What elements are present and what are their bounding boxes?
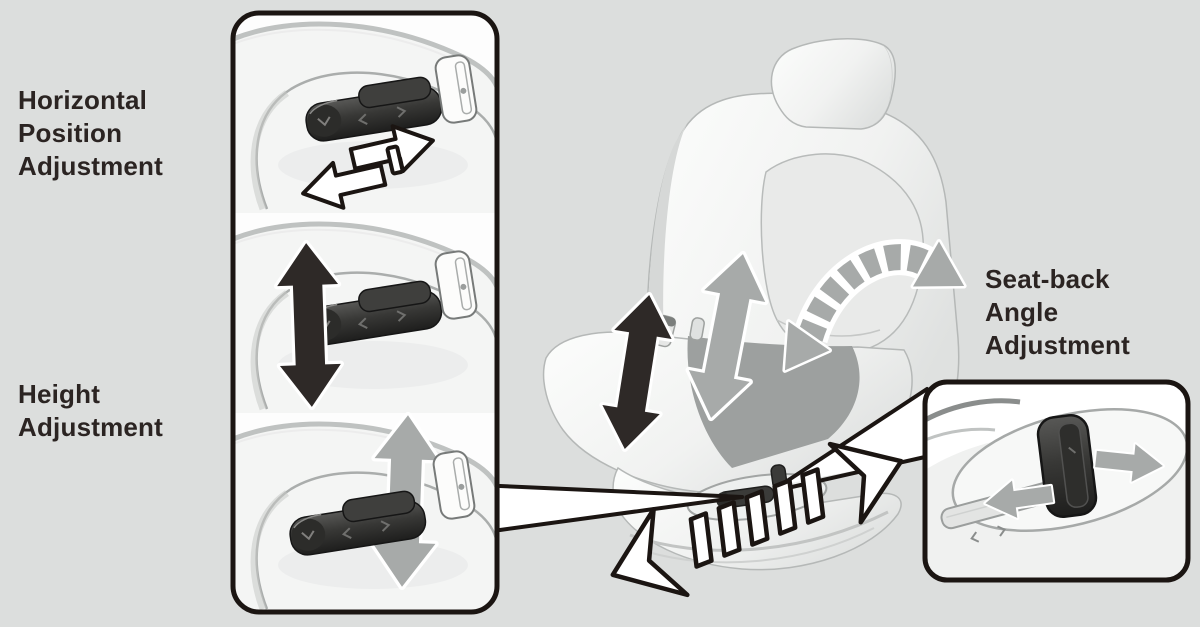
label-line: Horizontal: [18, 85, 148, 115]
left-callout: [498, 484, 744, 532]
panel-section-horizontal: [233, 13, 497, 218]
label-line: Adjustment: [985, 330, 1130, 360]
label-line: Height: [18, 379, 101, 409]
panel-seatback-border: [922, 379, 1191, 583]
label-line: Adjustment: [18, 412, 163, 442]
panel-section-front-height: [233, 213, 497, 413]
label-line: Adjustment: [18, 151, 163, 181]
label-horizontal-position-adjustment: Horizontal Position Adjustment: [18, 84, 163, 183]
horizontal-arrow-bar: [385, 144, 405, 176]
side-lever: [689, 317, 705, 341]
detail-panel-left: [230, 10, 500, 615]
label-line: Position: [18, 118, 123, 148]
seatback-angle-arrow-icon: [782, 238, 967, 373]
slide-arrow-icon: [610, 441, 904, 598]
seat-rail: [629, 510, 889, 552]
headrest: [770, 38, 896, 130]
label-seatback-angle-adjustment: Seat-back Angle Adjustment: [985, 263, 1130, 362]
label-height-adjustment: Height Adjustment: [18, 378, 163, 444]
panel-left-border: [230, 10, 500, 615]
panel-section-rear-height: [233, 413, 497, 613]
detail-panel-seatback: [922, 379, 1191, 583]
label-line: Angle: [985, 297, 1059, 327]
label-line: Seat-back: [985, 264, 1110, 294]
seat-back-inner-panel: [760, 153, 924, 356]
